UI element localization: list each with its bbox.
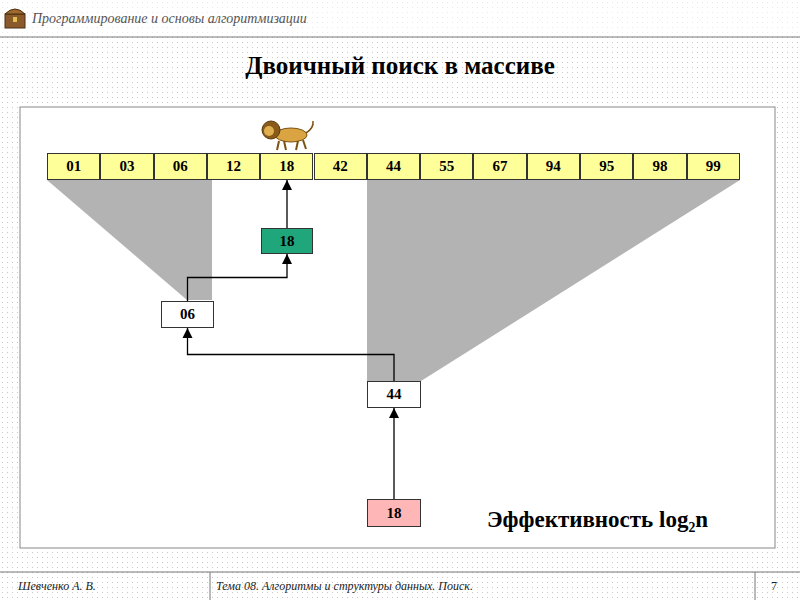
value-text: 42 <box>333 158 348 175</box>
chest-icon <box>5 9 25 28</box>
array-cell: 06 <box>154 153 207 180</box>
header-rule <box>0 37 800 38</box>
value-text: 06 <box>180 306 195 323</box>
array-cell: 67 <box>473 153 526 180</box>
value-text: 03 <box>119 158 134 175</box>
value-text: 18 <box>279 158 294 175</box>
value-text: 18 <box>387 505 402 522</box>
search-arrow <box>393 408 394 499</box>
author: Шевченко А. В. <box>18 579 96 594</box>
value-text: 12 <box>226 158 241 175</box>
array-cell: 55 <box>420 153 473 180</box>
footer-rule <box>0 572 800 573</box>
array-cell: 98 <box>633 153 686 180</box>
search-step: 44 <box>367 381 421 408</box>
value-text: 06 <box>173 158 188 175</box>
topic: Тема 08. Алгоритмы и структуры данных. П… <box>216 579 473 594</box>
array-cell: 42 <box>314 153 367 180</box>
value-text: 44 <box>386 158 401 175</box>
content-panel <box>20 107 775 548</box>
array-cell: 99 <box>687 153 740 180</box>
array-cell: 18 <box>260 153 313 180</box>
lion-picture <box>262 121 313 150</box>
array-cell: 01 <box>47 153 100 180</box>
slide-title: Двоичный поиск в массиве <box>0 52 800 80</box>
value-text: 98 <box>652 158 667 175</box>
array-cell: 94 <box>527 153 580 180</box>
search-key: 18 <box>367 499 421 527</box>
value-text: 67 <box>493 158 508 175</box>
search-step: 06 <box>161 301 214 328</box>
efficiency-note: Эффективность log₂n <box>487 507 708 533</box>
array-cell: 44 <box>367 153 420 180</box>
search-arrow <box>286 180 287 228</box>
value-text: 95 <box>599 158 614 175</box>
course-header: Программирование и основы алгоритмизации <box>32 11 307 27</box>
search-arrow <box>188 328 395 381</box>
header-band <box>0 0 800 37</box>
value-text: 18 <box>280 233 295 250</box>
array-cell: 12 <box>207 153 260 180</box>
array-cell: 95 <box>580 153 633 180</box>
footer-divider <box>755 572 756 600</box>
value-text: 01 <box>66 158 81 175</box>
page-number: 7 <box>771 579 777 594</box>
value-text: 55 <box>439 158 454 175</box>
search-arrow <box>188 254 288 301</box>
found-element: 18 <box>261 228 313 254</box>
value-text: 99 <box>706 158 721 175</box>
value-text: 44 <box>387 386 402 403</box>
discarded-range <box>367 180 740 381</box>
array-cell: 03 <box>100 153 153 180</box>
footer-divider <box>210 572 211 600</box>
value-text: 94 <box>546 158 561 175</box>
